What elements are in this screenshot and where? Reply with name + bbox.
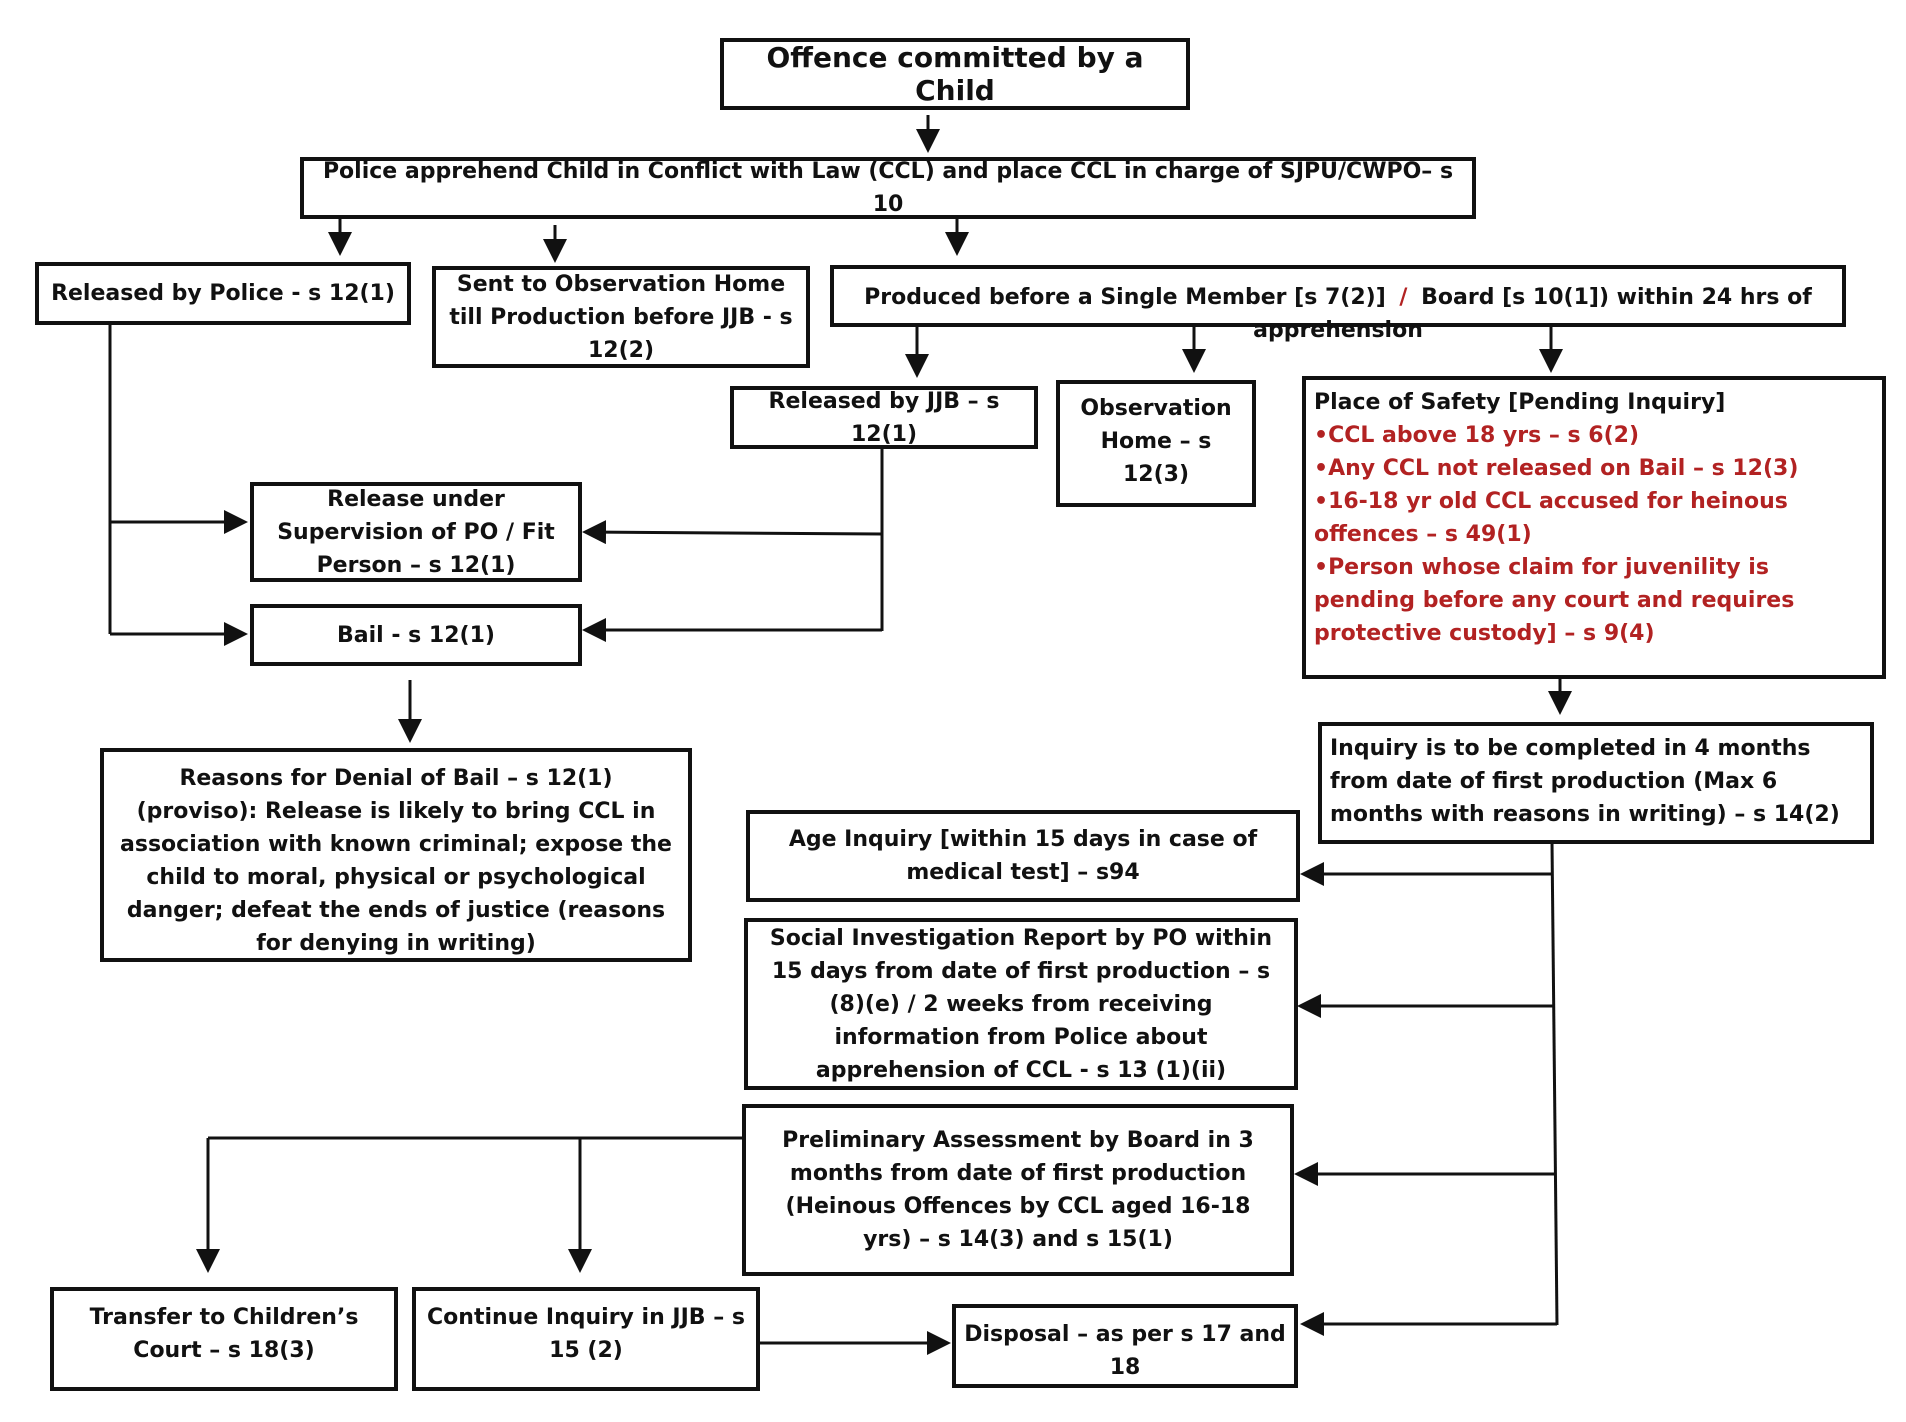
release-under-supervision-text: Release under Supervision of PO / Fit Pe…	[277, 486, 555, 578]
inquiry-timeline-box: Inquiry is to be completed in 4 months f…	[1318, 722, 1874, 844]
arrow-jjb-to-supervision	[582, 520, 883, 545]
preliminary-assessment-line2: (Heinous Offences by CCL aged 16-18 yrs)…	[785, 1194, 1251, 1252]
bail-box: Bail - s 12(1)	[250, 604, 582, 666]
safety-item: Person whose claim for juvenility is pen…	[1314, 551, 1874, 650]
released-by-police-box: Released by Police - s 12(1)	[35, 262, 411, 325]
place-of-safety-list: CCL above 18 yrs – s 6(2) Any CCL not re…	[1314, 419, 1874, 650]
released-by-jjb-box: Released by JJB – s 12(1)	[730, 386, 1038, 449]
denial-of-bail-text: Reasons for Denial of Bail – s 12(1) (pr…	[120, 766, 672, 956]
place-of-safety-box: Place of Safety [Pending Inquiry] CCL ab…	[1302, 376, 1886, 679]
place-of-safety-heading: Place of Safety [Pending Inquiry]	[1314, 390, 1726, 415]
sent-to-observation-box: Sent to Observation Home till Production…	[432, 266, 810, 368]
transfer-childrens-court-text: Transfer to Children’s Court – s 18(3)	[89, 1305, 359, 1363]
disposal-text: Disposal – as per s 17 and 18	[964, 1322, 1286, 1380]
continue-inquiry-text: Continue Inquiry in JJB – s 15 (2)	[427, 1305, 745, 1363]
release-under-supervision-box: Release under Supervision of PO / Fit Pe…	[250, 482, 582, 582]
preliminary-assessment-box: Preliminary Assessment by Board in 3 mon…	[742, 1104, 1294, 1276]
observation-home-text: Observation Home – s 12(3)	[1080, 396, 1232, 487]
police-apprehend-text: Police apprehend Child in Conflict with …	[322, 159, 1454, 217]
police-apprehend-box: Police apprehend Child in Conflict with …	[300, 157, 1476, 219]
social-investigation-text: Social Investigation Report by PO within…	[769, 925, 1273, 1083]
produced-before-board-box: Produced before a Single Member [s 7(2)]…	[830, 265, 1846, 343]
bail-text: Bail - s 12(1)	[337, 622, 495, 648]
produced-before-text: Produced before a Single Member [s 7(2)]	[864, 285, 1386, 310]
produced-after-text: Board [s 10(1]) within 24 hrs of apprehe…	[1253, 285, 1812, 343]
produced-slash: /	[1399, 285, 1408, 310]
preliminary-assessment-line1: Preliminary Assessment by Board in 3 mon…	[782, 1128, 1254, 1186]
offence-committed-text: Offence committed by a Child	[766, 41, 1144, 107]
safety-item: CCL above 18 yrs – s 6(2)	[1314, 419, 1874, 452]
safety-item: 16-18 yr old CCL accused for heinous off…	[1314, 485, 1874, 551]
inquiry-vertical-line	[1550, 841, 1559, 1326]
sent-to-observation-text: Sent to Observation Home till Production…	[449, 271, 793, 363]
inquiry-timeline-text: Inquiry is to be completed in 4 months f…	[1330, 736, 1840, 827]
offence-committed-box: Offence committed by a Child	[720, 38, 1190, 110]
denial-of-bail-box: Reasons for Denial of Bail – s 12(1) (pr…	[100, 748, 692, 962]
released-by-jjb-text: Released by JJB – s 12(1)	[768, 388, 1000, 447]
age-inquiry-box: Age Inquiry [within 15 days in case of m…	[746, 810, 1300, 902]
disposal-box: Disposal – as per s 17 and 18	[952, 1304, 1298, 1388]
released-by-police-text: Released by Police - s 12(1)	[51, 281, 395, 306]
observation-home-box: Observation Home – s 12(3)	[1056, 380, 1256, 507]
continue-inquiry-box: Continue Inquiry in JJB – s 15 (2)	[412, 1287, 760, 1391]
transfer-childrens-court-box: Transfer to Children’s Court – s 18(3)	[50, 1287, 398, 1391]
age-inquiry-text: Age Inquiry [within 15 days in case of m…	[788, 827, 1258, 885]
social-investigation-box: Social Investigation Report by PO within…	[744, 918, 1298, 1090]
safety-item: Any CCL not released on Bail – s 12(3)	[1314, 452, 1874, 485]
